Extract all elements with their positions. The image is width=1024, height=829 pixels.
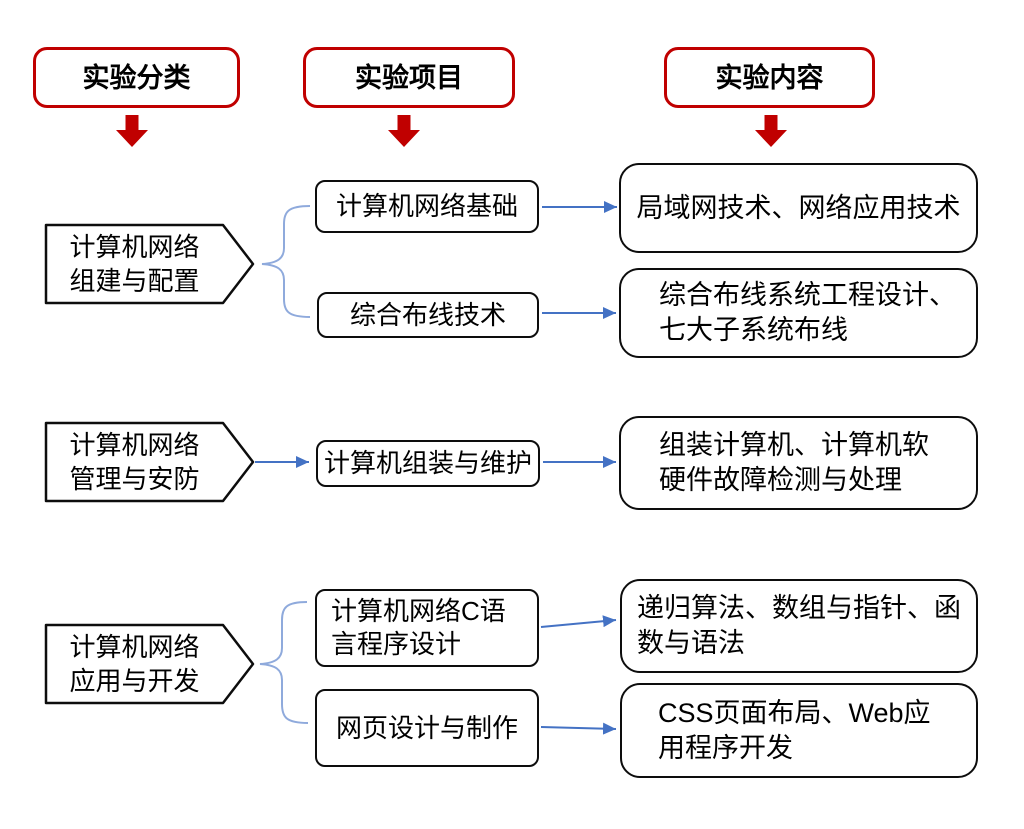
content-box-assembly-troubleshooting: 组装计算机、计算机软 硬件故障检测与处理 [619, 416, 978, 510]
project-box-c-programming: 计算机网络C语 言程序设计 [315, 589, 539, 667]
content-box-lan-technology: 局域网技术、网络应用技术 [619, 163, 978, 253]
category-pentagon-1 [44, 223, 255, 305]
category-pentagon-2 [44, 421, 255, 503]
category-label-network-management: 计算机网络 管理与安防 [69, 430, 200, 494]
brace-connector [259, 601, 309, 724]
content-box-cabling-system: 综合布线系统工程设计、 七大子系统布线 [619, 268, 978, 358]
category-label-network-development: 计算机网络 应用与开发 [69, 632, 200, 696]
down-arrow-icon [116, 115, 148, 147]
down-arrow-icon [388, 115, 420, 147]
project-box-network-basics: 计算机网络基础 [315, 180, 539, 233]
category-pentagon-3 [44, 623, 255, 705]
header-experiment-content: 实验内容 [664, 47, 875, 108]
project-box-web-design: 网页设计与制作 [315, 689, 539, 767]
header-experiment-classification: 实验分类 [33, 47, 240, 108]
flow-arrow [540, 722, 617, 735]
content-box-algorithms: 递归算法、数组与指针、函 数与语法 [620, 579, 978, 673]
header-experiment-project: 实验项目 [303, 47, 515, 108]
flow-arrow [540, 615, 617, 628]
project-box-cabling-technology: 综合布线技术 [317, 292, 539, 338]
brace-connector [261, 205, 311, 318]
down-arrow-icon [755, 115, 787, 147]
project-box-computer-assembly: 计算机组装与维护 [316, 440, 540, 487]
category-label-network-setup: 计算机网络 组建与配置 [69, 232, 200, 296]
content-box-css-web: CSS页面布局、Web应 用程序开发 [620, 683, 978, 778]
